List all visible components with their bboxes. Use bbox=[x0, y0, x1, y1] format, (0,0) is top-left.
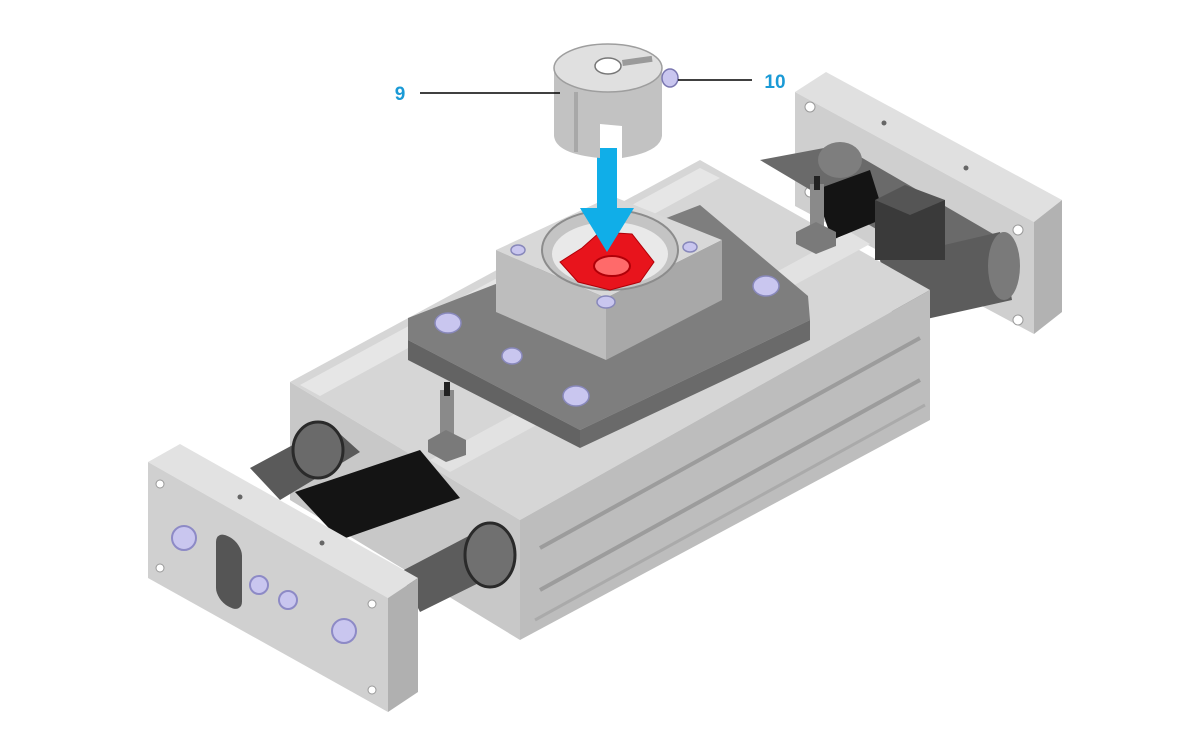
guide-rods-front bbox=[250, 420, 517, 612]
callout-label-10: 10 bbox=[764, 72, 785, 93]
stop-screw-back bbox=[796, 176, 836, 254]
spider-insert bbox=[559, 231, 655, 291]
socket-head-screw-icon bbox=[661, 68, 679, 88]
stop-screw-front bbox=[428, 382, 466, 462]
rubber-bumpers bbox=[295, 170, 945, 540]
callout-label-9: 9 bbox=[395, 84, 406, 105]
left-end-plate bbox=[148, 444, 418, 712]
jaw-coupling-icon bbox=[553, 43, 663, 158]
down-arrow-icon bbox=[580, 148, 634, 252]
